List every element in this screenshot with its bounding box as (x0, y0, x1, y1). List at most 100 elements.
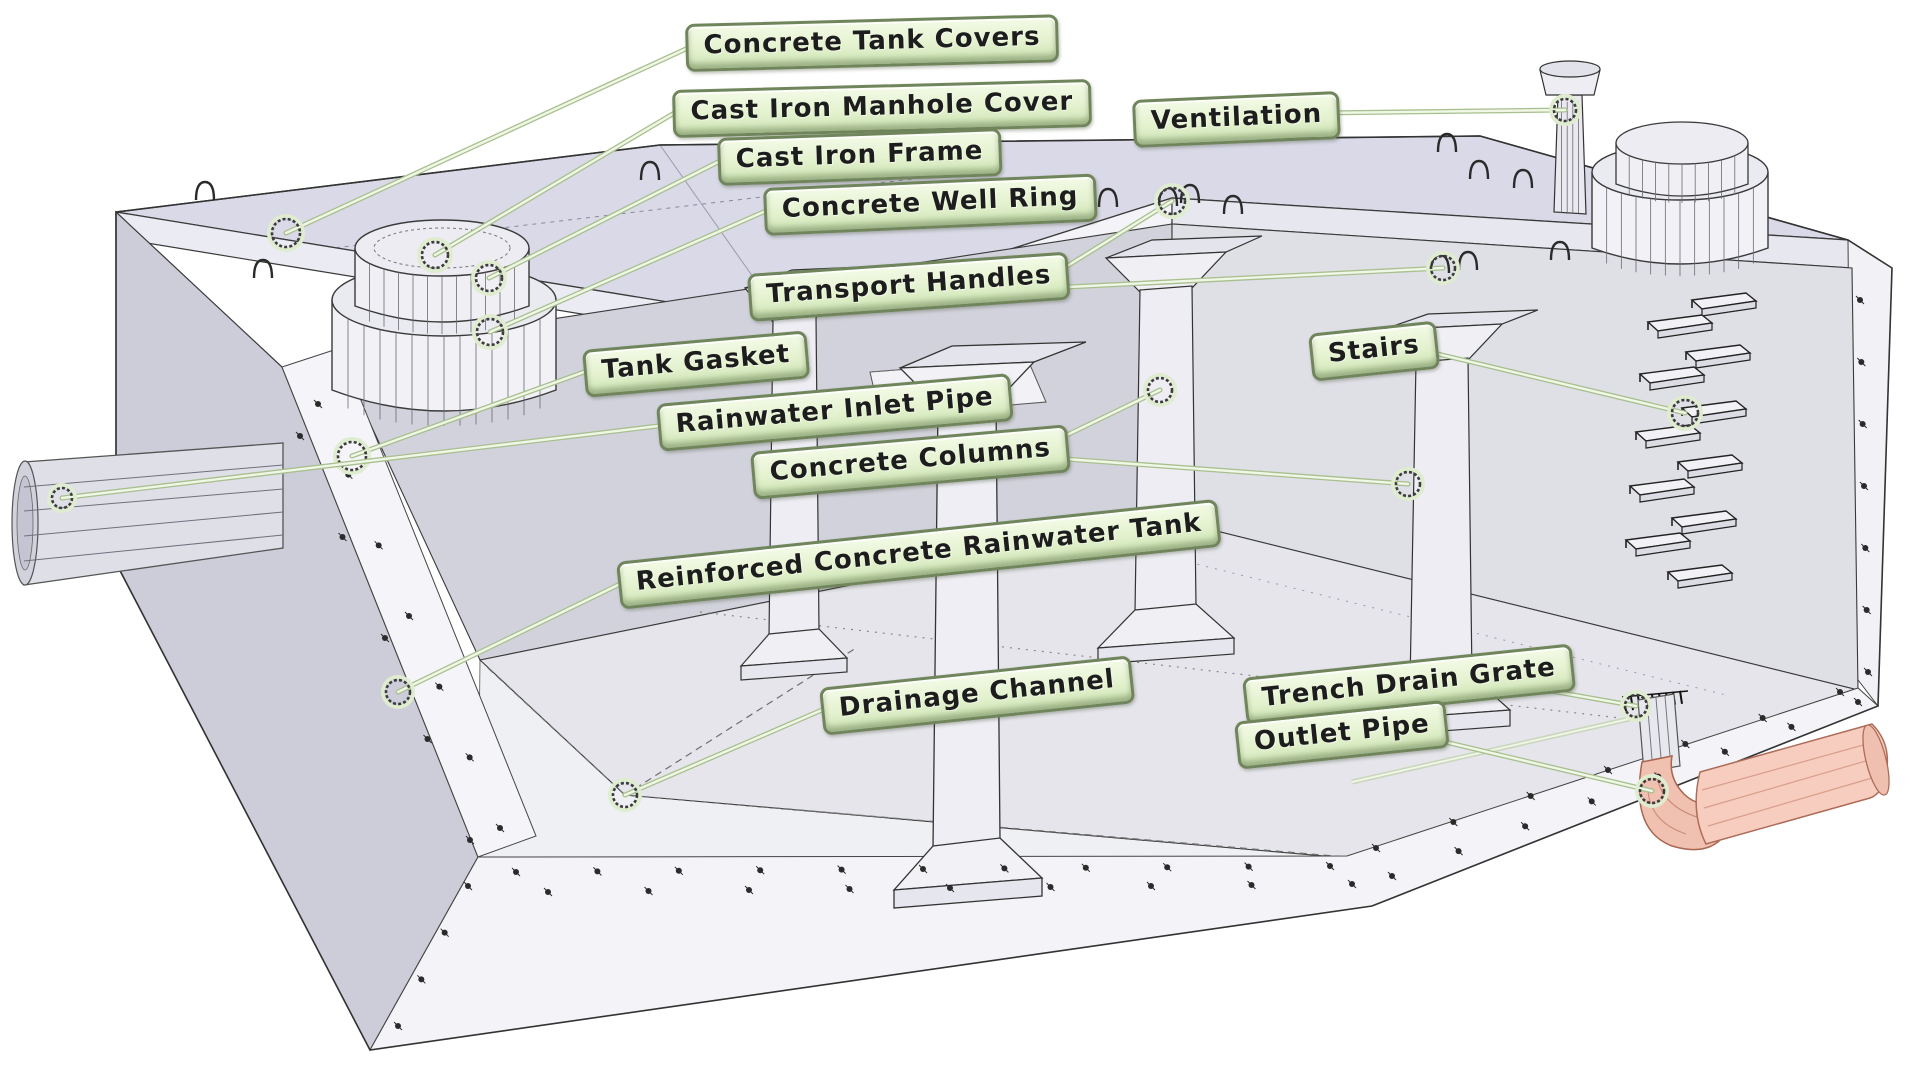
rebar-tick (295, 431, 305, 441)
transport-handle (1097, 187, 1119, 208)
leader-halo-stairs (1667, 395, 1703, 431)
rebar-tick (1347, 879, 1357, 889)
rebar-tick (1146, 881, 1156, 891)
rebar-tick (374, 540, 384, 550)
rebar-tick (1244, 862, 1253, 871)
stair-step (1684, 344, 1752, 369)
leader-core-ventilation (1318, 108, 1567, 115)
leader-target-outlet-pipe (1638, 777, 1666, 805)
leader-target-transport-handles (1429, 254, 1457, 282)
rebar-tick (1680, 739, 1690, 749)
rebar-tick (1860, 543, 1870, 553)
rebar-tick (945, 883, 955, 893)
rebar-tick (1448, 817, 1458, 827)
rebar-tick (393, 1021, 403, 1031)
rebar-tick (918, 864, 928, 874)
rebar-tick (1720, 747, 1730, 757)
rebar-tick (463, 881, 473, 891)
rebar-tick (744, 885, 754, 895)
leader-core-cast-iron-manhole-cover (433, 110, 678, 257)
rebar-tick (837, 865, 846, 874)
transport-handle (1512, 168, 1534, 189)
rebar-tick (1859, 481, 1869, 491)
rebar-tick (465, 752, 475, 762)
trench-drain-core (1351, 715, 1643, 783)
grate-bar (1679, 690, 1683, 704)
leader-target-transport-handles (1157, 186, 1187, 216)
rebar-tick (1862, 605, 1872, 615)
transport-handle (1457, 250, 1479, 271)
rebar-dots (295, 295, 1873, 1031)
rebar-tick (465, 835, 475, 845)
stairs-steps (1624, 292, 1758, 589)
leader-core-reinforced-concrete-rainwater-tank (396, 582, 622, 694)
leader-core-concrete-well-ring (488, 208, 770, 334)
rebar-tick (1853, 697, 1863, 707)
rebar-tick (1520, 821, 1530, 831)
rebar-tick (313, 399, 323, 409)
transport-handle (639, 160, 661, 181)
rebar-tick (1046, 882, 1055, 892)
transport-handle (1468, 159, 1490, 180)
leader-core-drainage-channel (623, 708, 824, 797)
stair-step (1638, 366, 1706, 391)
leader-target-concrete-columns (1146, 376, 1174, 404)
rebar-tick (1454, 846, 1463, 856)
rebar-tick (434, 682, 444, 692)
leader-halo-tank-gasket (333, 437, 371, 475)
rebar-tick (440, 928, 450, 938)
leader-core-transport-handles (1046, 266, 1445, 290)
rebar-tick (674, 866, 684, 876)
rebar-tick (1856, 357, 1866, 367)
transport-handle (1436, 132, 1458, 153)
rebar-tick (338, 532, 347, 542)
leader-target-stairs (1670, 398, 1700, 428)
leader-halo-cast-iron-frame (471, 260, 507, 296)
rebar-tick (423, 734, 432, 744)
leader-target-tank-gasket (336, 440, 368, 472)
rebar-tick (1858, 419, 1868, 429)
stair-step (1646, 314, 1714, 339)
transport-handle (252, 258, 274, 279)
leader-target-reinforced-concrete-rainwater-tank (384, 678, 412, 706)
transport-handle (194, 180, 216, 201)
rebar-tick (1000, 864, 1009, 873)
transport-handle (1157, 186, 1179, 207)
leader-core-cast-iron-frame (487, 158, 724, 280)
leader-halo-rainwater-inlet-pipe (47, 483, 77, 513)
rebar-tick (1863, 667, 1873, 677)
rebar-tick (1587, 797, 1597, 806)
leader-target-rainwater-inlet-pipe (50, 486, 74, 510)
rebar-tick (543, 887, 553, 897)
rebar-tick (1603, 765, 1613, 775)
leader-target-cast-iron-frame (474, 263, 504, 293)
rebar-tick (1526, 791, 1536, 801)
leader-halo-concrete-columns (1143, 373, 1177, 407)
leader-target-ventilation (1552, 97, 1578, 123)
cylinder-stripes (347, 101, 1754, 426)
rebar-tick (1162, 862, 1172, 872)
rebar-tick (845, 884, 854, 894)
rebar-tick (511, 867, 521, 877)
leader-halo-cast-iron-manhole-cover (417, 237, 453, 273)
leader-halo-transport-handles (1154, 183, 1190, 219)
leader-target-concrete-tank-covers (270, 217, 302, 249)
stair-step (1624, 532, 1692, 557)
rebar-tick (1387, 871, 1397, 881)
leader-halo-concrete-well-ring (472, 314, 508, 350)
rebar-tick (755, 865, 765, 875)
rebar-tick (644, 886, 653, 896)
leader-target-drainage-channel (611, 781, 639, 809)
transport-handle (1222, 194, 1244, 215)
leader-halo-concrete-tank-covers (267, 214, 305, 252)
leader-target-trench-drain-grate (1623, 693, 1649, 719)
leader-halo-trench-drain-grate (1620, 690, 1652, 722)
leader-target-cast-iron-manhole-cover (420, 240, 450, 270)
stair-step (1628, 478, 1696, 503)
rebar-tick (404, 611, 414, 621)
transport-handle (1549, 240, 1571, 261)
leader-core-concrete-tank-covers (284, 46, 690, 235)
leader-halo-ventilation (1549, 94, 1581, 126)
